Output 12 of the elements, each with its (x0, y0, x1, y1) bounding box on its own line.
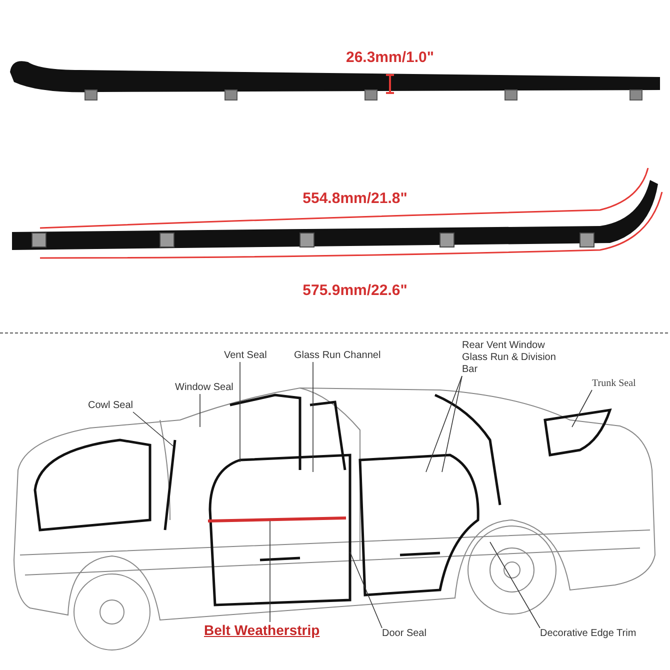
leader-line (350, 552, 382, 628)
leader-line (442, 376, 462, 472)
dimension-label: 26.3mm/1.0" (346, 48, 434, 68)
leader-line (572, 390, 592, 428)
part-label: Decorative Edge Trim (540, 628, 636, 640)
leader-line (312, 362, 314, 472)
dimension-label: 575.9mm/22.6" (302, 281, 408, 301)
leader-line (426, 376, 462, 472)
part-label: Belt Weatherstrip (204, 622, 320, 639)
dimension-label: 554.8mm/21.8" (302, 189, 408, 209)
leader-line (132, 412, 174, 446)
leader-line (490, 542, 540, 628)
